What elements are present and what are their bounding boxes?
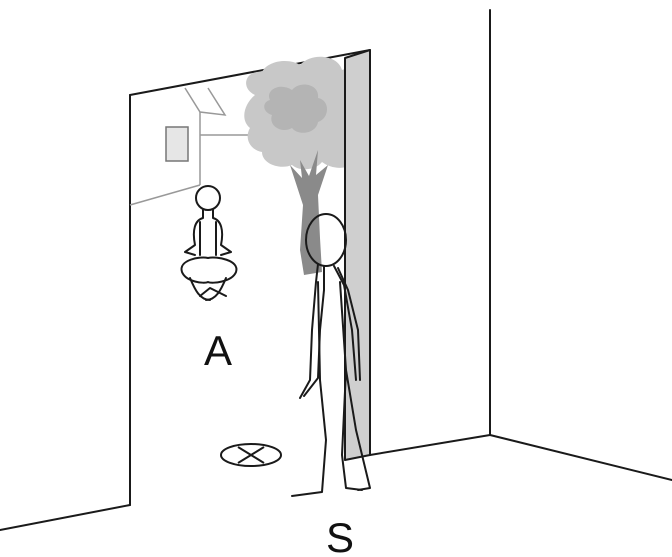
label-s: S (326, 514, 354, 557)
door-frame (345, 50, 370, 460)
figure-a-head (196, 186, 220, 210)
circle-with-x-icon (221, 444, 281, 466)
label-a: A (204, 327, 232, 374)
meditating-figure-a (182, 186, 237, 300)
horizon-line (130, 185, 200, 205)
distant-window (166, 127, 188, 161)
tree (244, 57, 354, 275)
door-edge (345, 50, 370, 460)
roof-corner (185, 88, 225, 115)
